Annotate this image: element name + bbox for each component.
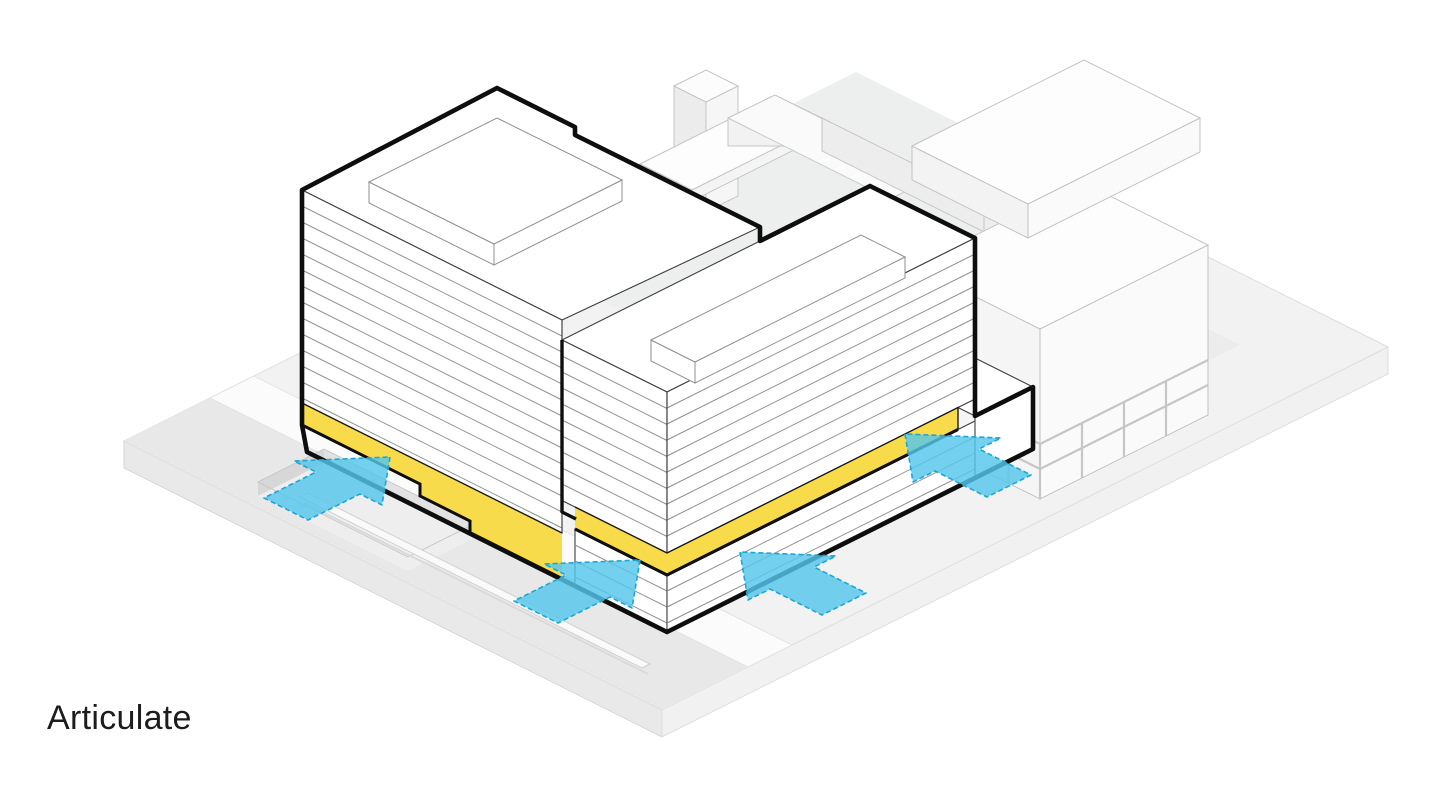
tower-east	[560, 185, 977, 554]
tower-east-floor-lines-southwest	[561, 355, 668, 537]
flow-arrow-east	[904, 433, 1032, 498]
project-outline	[299, 85, 1036, 635]
tower-west-roof-slab-top	[367, 117, 624, 245]
tower-east-floor-lines-southeast	[666, 253, 976, 537]
flow-arrow-south-right	[739, 551, 867, 616]
flow-arrows	[263, 433, 1032, 624]
tower-east-roof-slab-top	[649, 234, 907, 363]
project-outline-main	[299, 85, 1036, 635]
east-roof-slab-top	[910, 59, 1202, 205]
flow-arrow-west	[263, 456, 391, 521]
project-outline-tower-east-west-edge	[560, 340, 577, 521]
flow-arrow-south-left	[513, 559, 641, 624]
chimney-top	[672, 69, 740, 103]
tower-west-floor-lines	[301, 205, 563, 529]
ground-floor-band-east-base-line	[574, 428, 959, 577]
kerb-shadow	[303, 502, 649, 675]
caption: Articulate	[47, 699, 192, 737]
colonnade-columns-southeast	[1038, 381, 1168, 499]
ground-floor-band-west	[302, 403, 562, 579]
ground-floor-band-east-top-line	[574, 406, 959, 554]
tower-west	[300, 87, 762, 581]
site-plate-side-southeast	[661, 346, 1389, 738]
ground-floor-band-west-top-line	[301, 402, 563, 534]
